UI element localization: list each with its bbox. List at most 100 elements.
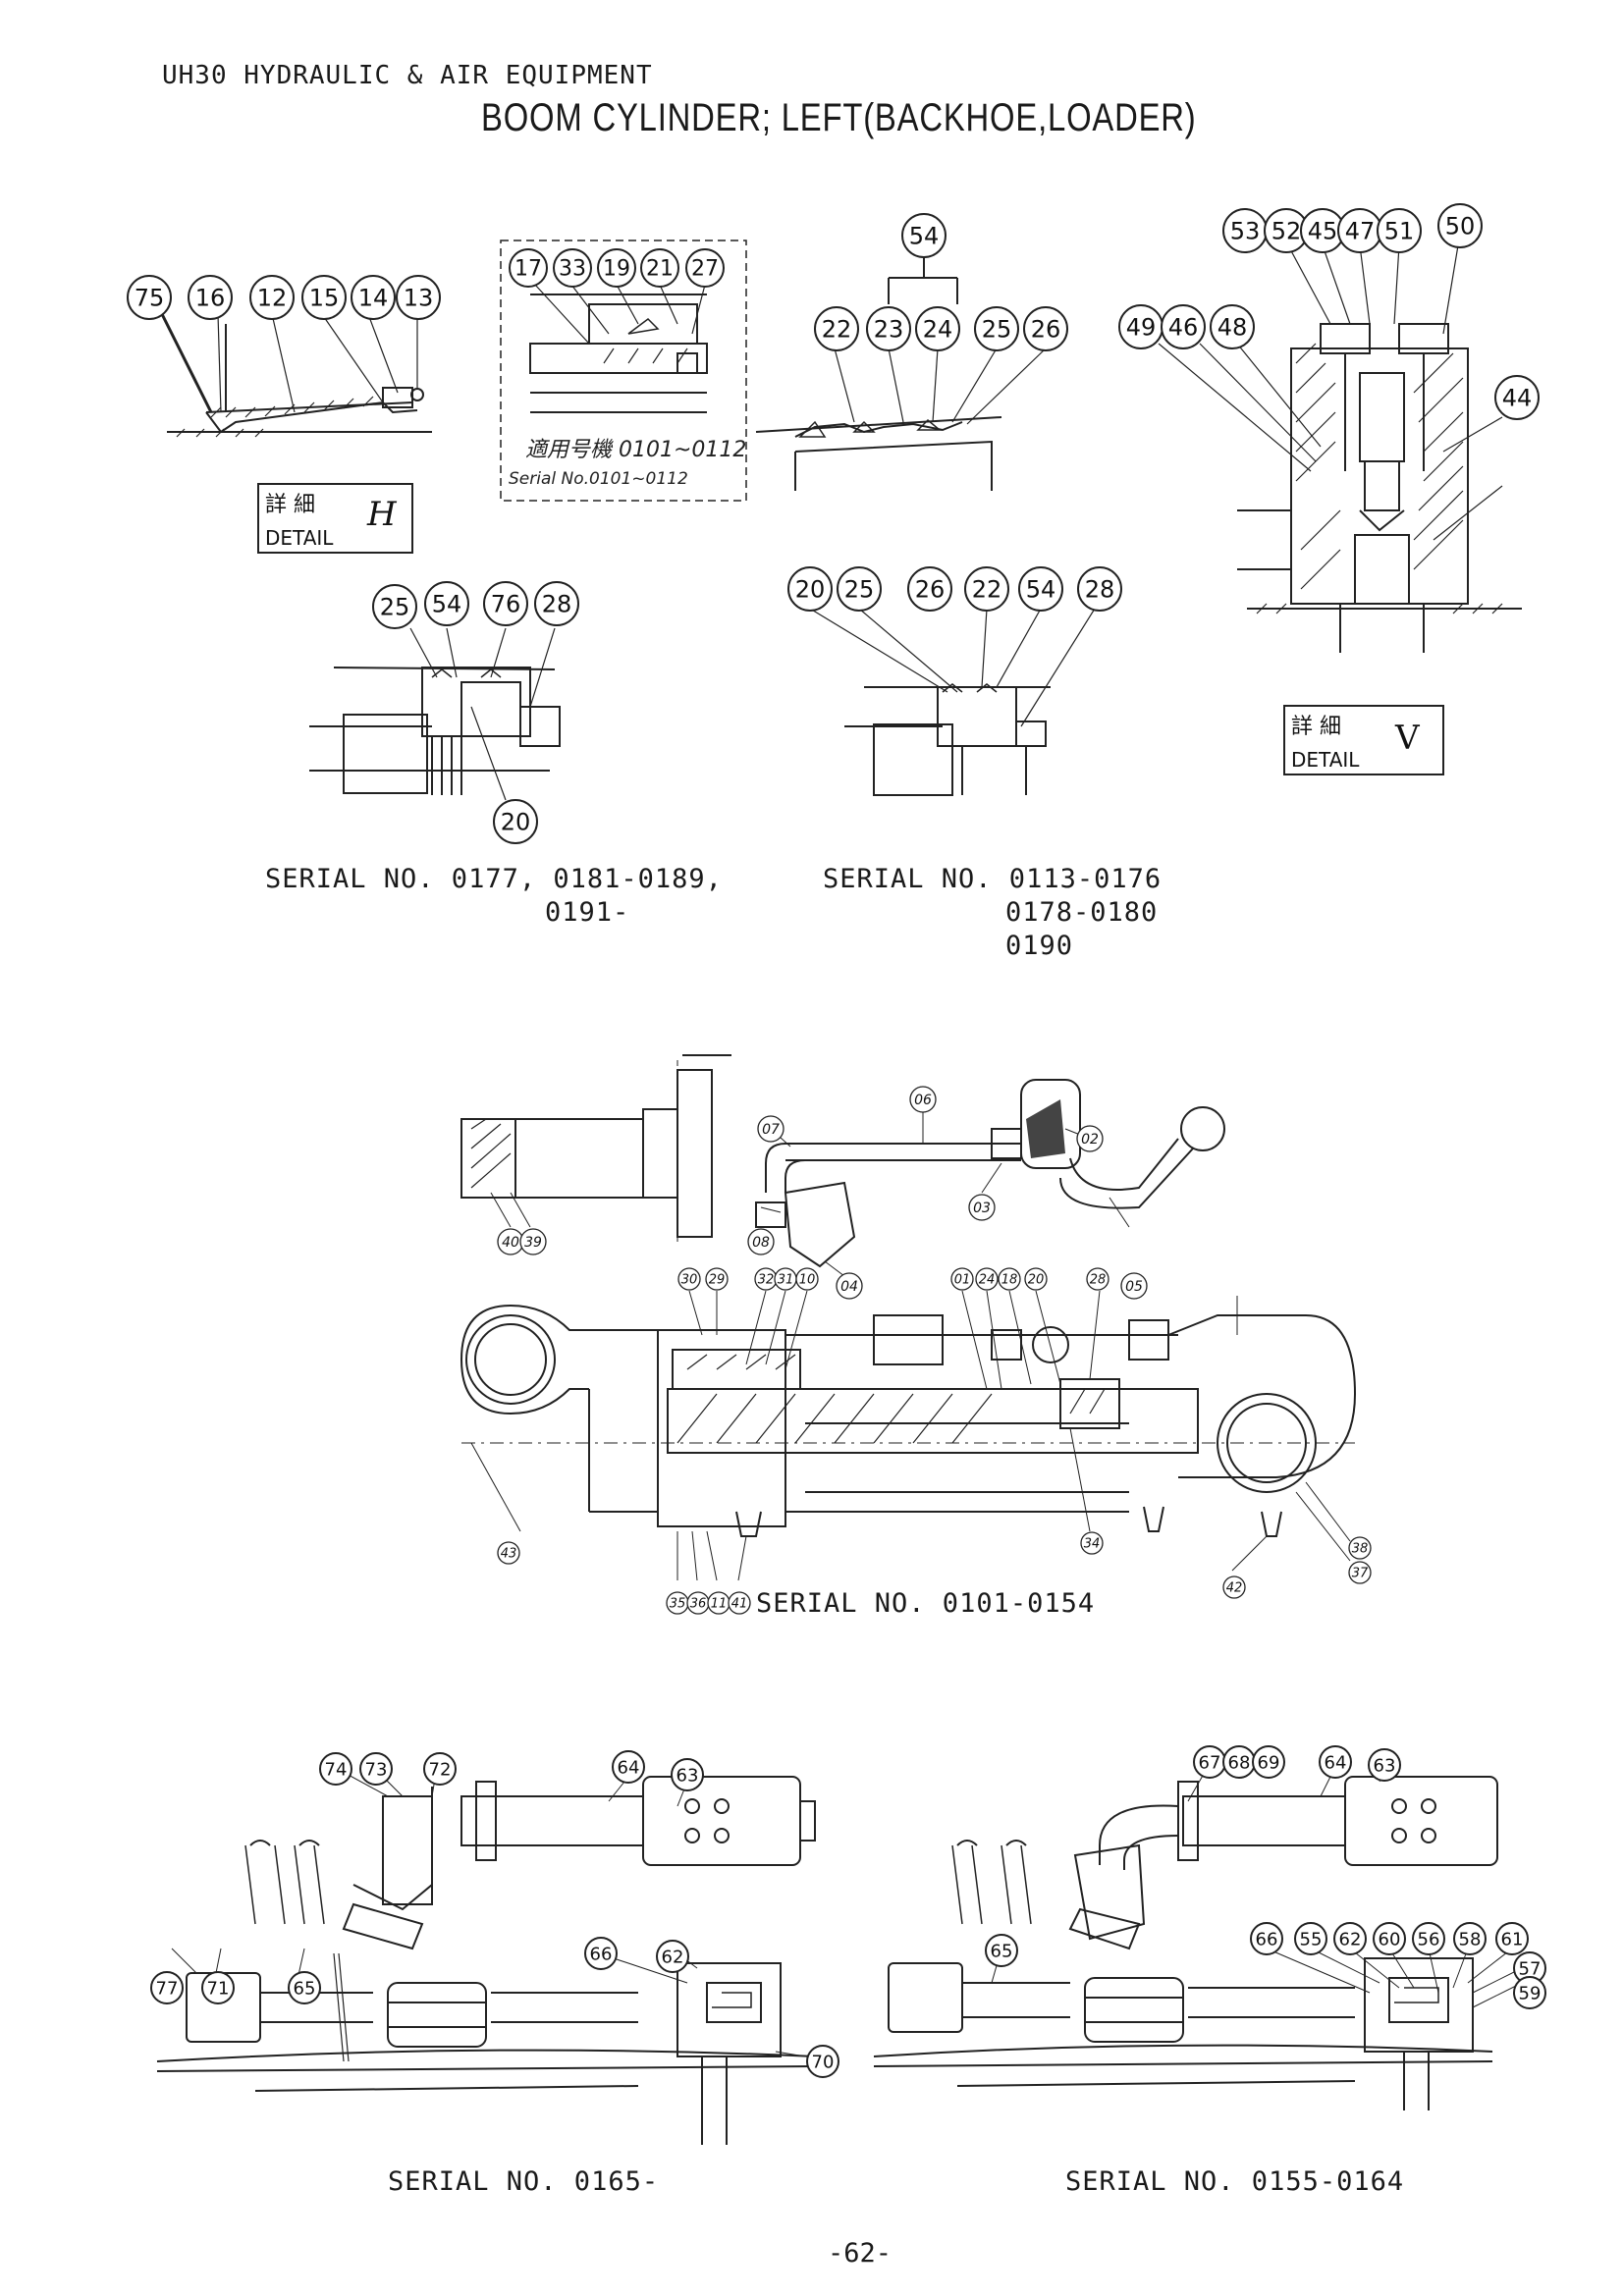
detail-v-en: DETAIL xyxy=(1291,748,1360,772)
part-number-28: 28 xyxy=(1085,575,1115,603)
part-callout-28: 28 xyxy=(1086,1267,1109,1291)
part-callout-63: 63 xyxy=(671,1758,704,1791)
part-number-57: 57 xyxy=(1519,1958,1542,1979)
part-callout-69: 69 xyxy=(1252,1745,1285,1779)
part-number-01: 01 xyxy=(954,1273,971,1288)
part-callout-65: 65 xyxy=(985,1934,1018,1967)
part-number-65: 65 xyxy=(991,1941,1013,1961)
part-number-65: 65 xyxy=(294,1978,316,1999)
part-number-12: 12 xyxy=(257,284,288,311)
part-callout-24: 24 xyxy=(915,306,960,351)
part-callout-05: 05 xyxy=(1120,1272,1148,1300)
part-callout-10: 10 xyxy=(795,1267,819,1291)
piston-b-drawing xyxy=(809,608,1096,796)
detail-v-drawing xyxy=(1158,244,1522,653)
part-callout-76: 76 xyxy=(483,581,528,626)
part-number-50: 50 xyxy=(1445,212,1476,240)
part-number-44: 44 xyxy=(1502,384,1533,411)
part-callout-68: 68 xyxy=(1222,1745,1256,1779)
part-callout-73: 73 xyxy=(359,1752,393,1786)
part-callout-56: 56 xyxy=(1412,1922,1445,1955)
part-number-25: 25 xyxy=(380,593,410,620)
part-number-54: 54 xyxy=(432,590,462,617)
part-callout-65: 65 xyxy=(288,1971,321,2004)
part-callout-43: 43 xyxy=(497,1541,520,1565)
part-callout-32: 32 xyxy=(754,1267,778,1291)
part-number-10: 10 xyxy=(799,1273,816,1288)
part-number-33: 33 xyxy=(559,257,586,282)
bottom-left-drawing xyxy=(156,1766,816,2145)
part-number-20: 20 xyxy=(795,575,826,603)
part-callout-15: 15 xyxy=(301,275,347,320)
part-number-26: 26 xyxy=(1031,315,1061,343)
part-callout-45: 45 xyxy=(1300,208,1345,253)
part-callout-42: 42 xyxy=(1222,1575,1246,1599)
serial-range-note: Serial No.0101~0112 xyxy=(509,469,688,489)
part-number-48: 48 xyxy=(1217,313,1248,341)
part-callout-39: 39 xyxy=(519,1228,547,1255)
part-callout-23: 23 xyxy=(866,306,911,351)
part-number-22: 22 xyxy=(822,315,852,343)
part-number-75: 75 xyxy=(135,284,165,311)
part-number-04: 04 xyxy=(840,1279,858,1295)
detail-h-en: DETAIL xyxy=(265,526,334,550)
part-number-58: 58 xyxy=(1459,1929,1482,1949)
piston-a-drawing xyxy=(309,627,561,801)
part-callout-29: 29 xyxy=(705,1267,729,1291)
document-header: UH30 HYDRAULIC & AIR EQUIPMENT xyxy=(162,61,653,90)
part-number-24: 24 xyxy=(979,1273,996,1288)
part-number-06: 06 xyxy=(914,1093,932,1108)
part-number-64: 64 xyxy=(618,1757,640,1778)
part-callout-54: 54 xyxy=(1018,566,1063,612)
part-number-02: 02 xyxy=(1081,1132,1099,1148)
part-callout-25: 25 xyxy=(837,566,882,612)
part-number-60: 60 xyxy=(1379,1929,1401,1949)
part-number-53: 53 xyxy=(1230,217,1261,244)
detail-v-jp: 詳 細 xyxy=(1291,715,1341,739)
part-callout-35: 35 xyxy=(666,1591,689,1615)
serial-label-2c: 0190 xyxy=(1005,931,1074,961)
part-callout-54: 54 xyxy=(424,581,469,626)
part-number-69: 69 xyxy=(1258,1752,1280,1773)
part-number-49: 49 xyxy=(1126,313,1157,341)
part-number-13: 13 xyxy=(404,284,434,311)
part-callout-30: 30 xyxy=(677,1267,701,1291)
part-callout-71: 71 xyxy=(201,1971,235,2004)
part-number-14: 14 xyxy=(358,284,389,311)
applicable-units-note: 適用号機 0101~0112 xyxy=(525,438,747,462)
part-callout-04: 04 xyxy=(836,1272,863,1300)
part-callout-63: 63 xyxy=(1368,1748,1401,1782)
part-number-16: 16 xyxy=(195,284,226,311)
part-number-66: 66 xyxy=(590,1944,613,1964)
part-number-59: 59 xyxy=(1519,1983,1542,2003)
part-number-39: 39 xyxy=(524,1235,542,1251)
part-callout-13: 13 xyxy=(396,275,441,320)
part-number-28: 28 xyxy=(1090,1273,1107,1288)
part-number-46: 46 xyxy=(1168,313,1199,341)
part-number-20: 20 xyxy=(501,808,531,835)
part-number-29: 29 xyxy=(709,1273,726,1288)
part-callout-72: 72 xyxy=(423,1752,457,1786)
part-number-17: 17 xyxy=(514,257,542,282)
part-callout-70: 70 xyxy=(806,2045,839,2078)
page-number: -62- xyxy=(828,2238,893,2269)
part-callout-64: 64 xyxy=(1319,1745,1352,1779)
part-number-23: 23 xyxy=(874,315,904,343)
part-callout-48: 48 xyxy=(1210,304,1255,349)
part-callout-22: 22 xyxy=(814,306,859,351)
part-number-63: 63 xyxy=(676,1765,699,1786)
part-callout-33: 33 xyxy=(553,248,592,288)
part-number-45: 45 xyxy=(1308,217,1338,244)
part-number-74: 74 xyxy=(325,1759,348,1780)
part-number-47: 47 xyxy=(1345,217,1376,244)
part-callout-37: 37 xyxy=(1348,1561,1372,1584)
part-number-25: 25 xyxy=(844,575,875,603)
part-number-28: 28 xyxy=(542,590,572,617)
part-callout-52: 52 xyxy=(1264,208,1309,253)
part-number-38: 38 xyxy=(1352,1542,1369,1557)
part-callout-20: 20 xyxy=(787,566,833,612)
part-callout-64: 64 xyxy=(612,1750,645,1784)
part-callout-20: 20 xyxy=(493,799,538,844)
